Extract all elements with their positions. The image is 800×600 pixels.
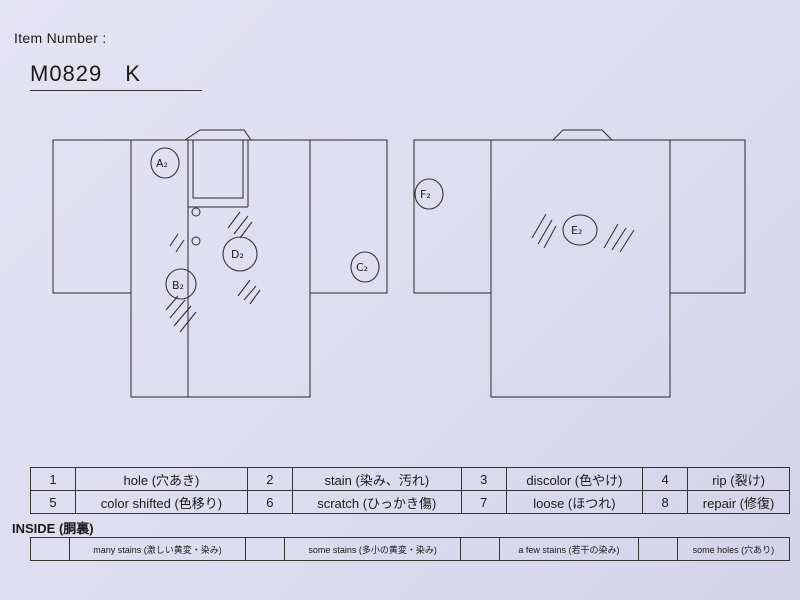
inside-label: a few stains (若干の染み)	[499, 537, 639, 561]
legend-num: 8	[642, 490, 689, 514]
inside-checkbox[interactable]	[637, 537, 678, 561]
back-left-sleeve	[413, 139, 492, 294]
legend-row: 5 color shifted (色移り) 6 scratch (ひっかき傷) …	[30, 490, 790, 514]
front-right-sleeve	[309, 139, 388, 294]
damage-marks	[150, 147, 635, 333]
hatch-b	[165, 295, 197, 333]
legend-num: 2	[246, 467, 293, 491]
mark-a-circle	[150, 147, 180, 179]
mark-f-label: F₂	[420, 188, 431, 201]
legend-label: discolor (色やけ)	[505, 467, 644, 491]
back-right-sleeve	[669, 139, 746, 294]
legend-num: 1	[30, 467, 76, 491]
mark-c-label: C₂	[356, 261, 368, 274]
back-body	[490, 139, 671, 398]
garment-diagram: A₂ B₂ C₂ D₂ E₂ F₂	[52, 129, 746, 398]
front-collar	[184, 129, 252, 208]
legend-num: 4	[642, 467, 689, 491]
front-button-1	[191, 207, 201, 217]
mark-c-circle	[350, 251, 380, 283]
back-collar	[552, 129, 613, 141]
hatch-d	[227, 211, 261, 305]
damage-legend-table: 1 hole (穴あき) 2 stain (染み、汚れ) 3 discolor …	[30, 467, 790, 514]
inside-checkbox[interactable]	[245, 537, 286, 561]
front-left-sleeve	[52, 139, 132, 294]
inside-table: many stains (激しい黄変・染み) some stains (多小の黄…	[30, 537, 791, 561]
inside-checkbox[interactable]	[30, 537, 70, 561]
mark-d-label: D₂	[231, 248, 244, 261]
inside-title: INSIDE (胴裏)	[12, 521, 94, 536]
inside-label: some holes (穴あり)	[676, 537, 791, 561]
mark-a-label: A₂	[156, 157, 168, 170]
legend-num: 6	[246, 490, 293, 514]
front-button-2	[191, 236, 201, 246]
mark-e-label: E₂	[571, 224, 582, 237]
legend-label: scratch (ひっかき傷)	[291, 490, 462, 514]
inside-row: many stains (激しい黄変・染み) some stains (多小の黄…	[30, 537, 791, 561]
legend-num: 5	[30, 490, 76, 514]
legend-num: 3	[460, 467, 507, 491]
legend-num: 7	[460, 490, 507, 514]
inside-checkbox[interactable]	[460, 537, 501, 561]
legend-label: repair (修復)	[687, 490, 790, 514]
mark-f-circle	[414, 178, 444, 210]
hatch-e	[531, 213, 635, 253]
legend-label: color shifted (色移り)	[75, 490, 248, 514]
legend-label: loose (ほつれ)	[505, 490, 644, 514]
legend-label: rip (裂け)	[687, 467, 790, 491]
legend-row: 1 hole (穴あき) 2 stain (染み、汚れ) 3 discolor …	[30, 467, 790, 491]
inside-label: many stains (激しい黄変・染み)	[68, 537, 247, 561]
mark-d-circle	[222, 236, 258, 272]
front-body	[130, 139, 311, 398]
mark-b-label: B₂	[172, 279, 184, 292]
back-view	[413, 129, 746, 398]
front-view	[52, 129, 388, 398]
mark-e-circle	[562, 214, 598, 246]
hatch-b-top	[169, 233, 185, 253]
legend-label: hole (穴あき)	[75, 467, 248, 491]
mark-b-circle	[165, 268, 197, 300]
inside-label: some stains (多小の黄変・染み)	[284, 537, 462, 561]
item-number-label: Item Number :	[14, 30, 107, 46]
item-number-value: M0829 K	[30, 56, 202, 91]
legend-label: stain (染み、汚れ)	[291, 467, 462, 491]
